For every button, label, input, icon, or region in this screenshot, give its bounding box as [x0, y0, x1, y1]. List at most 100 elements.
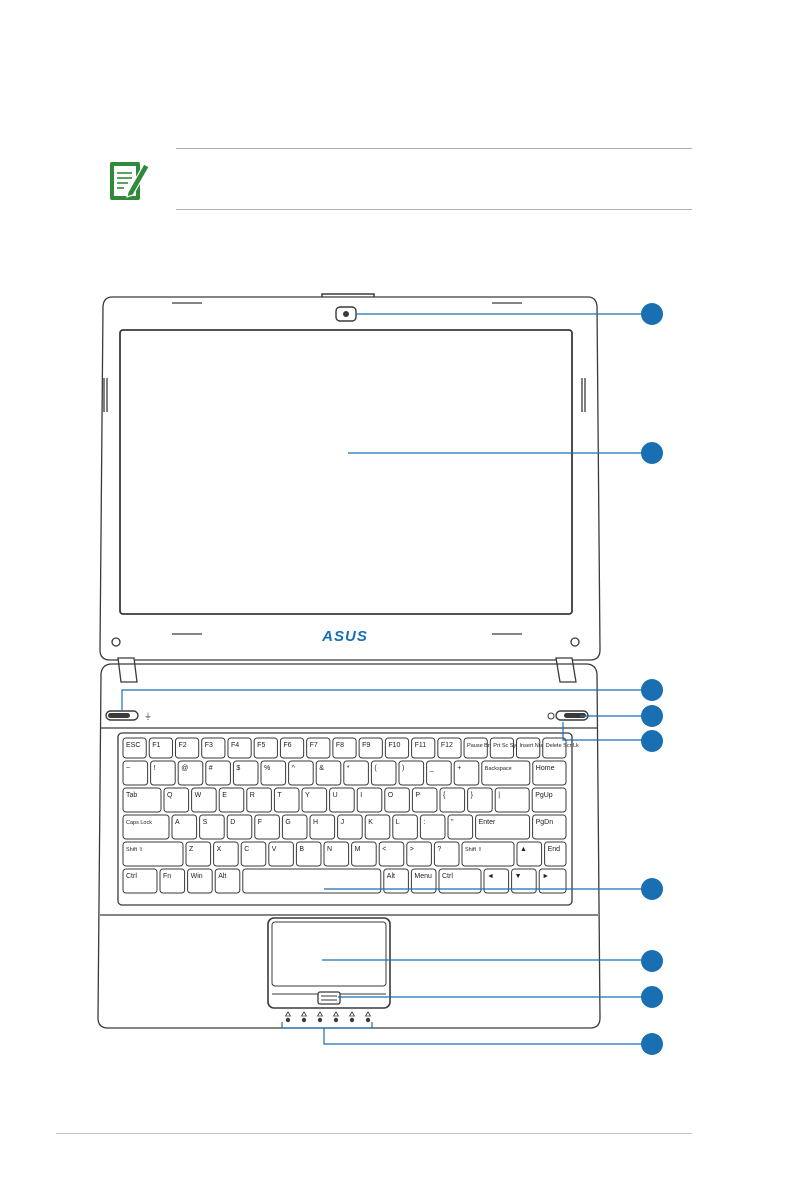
key: B	[295, 841, 322, 867]
key: ▲	[516, 841, 543, 867]
key: Delete Scr Lk	[542, 737, 579, 759]
key-label: W	[195, 792, 202, 799]
key: F12	[437, 737, 462, 759]
key: Enter	[475, 814, 531, 840]
key-label: ESC	[126, 742, 140, 749]
key-label: F7	[310, 742, 318, 749]
key: F10	[384, 737, 410, 759]
key: <	[378, 841, 405, 867]
key-label: F3	[205, 742, 213, 749]
status-led-icon	[364, 1011, 372, 1017]
callout-marker	[641, 1033, 663, 1055]
key: D	[226, 814, 253, 840]
key: Alt	[383, 868, 409, 894]
key-label: ▲	[520, 846, 527, 853]
key-label: F5	[257, 742, 265, 749]
key: {	[439, 787, 466, 813]
key: W	[191, 787, 217, 813]
key-label: Caps Lock	[126, 820, 152, 826]
key: ?	[433, 841, 460, 867]
key-label: ►	[542, 873, 549, 880]
key: G	[281, 814, 308, 840]
svg-text:⏚: ⏚	[144, 712, 152, 721]
key-label: F10	[388, 742, 400, 749]
callout-leader-line	[281, 1022, 373, 1029]
key: F9	[358, 737, 383, 759]
key-label: :	[423, 819, 425, 826]
key: ◄	[483, 868, 510, 894]
status-led	[365, 1017, 371, 1023]
instant-key: ⏚	[105, 710, 152, 721]
key: ESC	[122, 737, 147, 759]
callout-marker	[641, 679, 663, 701]
callout-touchpad	[322, 950, 663, 972]
key: M	[351, 841, 377, 867]
callout-camera	[356, 303, 663, 325]
key: >	[406, 841, 432, 867]
key-label: Y	[305, 792, 310, 799]
key: Tab	[122, 787, 162, 813]
key: F1	[148, 737, 173, 759]
key-label: )	[402, 765, 404, 772]
key: N	[323, 841, 350, 867]
key: Q	[163, 787, 190, 813]
key-label: +	[457, 765, 461, 772]
power-switch	[547, 710, 589, 721]
key-label: &	[319, 765, 324, 772]
key: ~	[122, 760, 149, 786]
key-label: F1	[152, 742, 160, 749]
key-label: Alt	[218, 873, 226, 880]
key: "	[447, 814, 474, 840]
key: L	[392, 814, 418, 840]
key-label: T	[277, 792, 282, 799]
key-label: Alt	[387, 873, 395, 880]
key: U	[329, 787, 355, 813]
key: S	[199, 814, 225, 840]
key: Fn	[159, 868, 186, 894]
key-label: _	[429, 765, 434, 772]
key: F11	[411, 737, 436, 759]
key: Win	[187, 868, 213, 894]
key: H	[309, 814, 336, 840]
key-label: G	[285, 819, 290, 826]
key-label: A	[175, 819, 180, 826]
key: R	[246, 787, 272, 813]
key-label: F6	[283, 742, 291, 749]
key-label: !	[154, 765, 156, 772]
key-label: $	[236, 765, 240, 772]
key: &	[315, 760, 342, 786]
key-label: F11	[415, 742, 427, 749]
key-label: E	[222, 792, 227, 799]
key: Home	[532, 760, 567, 786]
key-label: Enter	[479, 819, 496, 826]
key: Ctrl	[438, 868, 482, 894]
display-lid	[99, 293, 601, 661]
key-label: Menu	[414, 873, 432, 880]
key: +	[453, 760, 480, 786]
key-label: M	[355, 846, 361, 853]
key: I	[356, 787, 383, 813]
key: F4	[227, 737, 252, 759]
callout-power-switch	[580, 705, 663, 727]
key: )	[398, 760, 425, 786]
key-label: F4	[231, 742, 239, 749]
callout-instant-key	[121, 679, 663, 711]
keyboard-frame	[117, 732, 573, 906]
key: F5	[253, 737, 278, 759]
status-led	[301, 1017, 307, 1023]
key-label: U	[333, 792, 338, 799]
key-label: F12	[441, 742, 453, 749]
key-label: F2	[178, 742, 186, 749]
key-label: F	[258, 819, 262, 826]
callouts	[121, 303, 663, 1055]
key-label: ~	[126, 765, 130, 772]
key-label: O	[388, 792, 394, 799]
key-label: Ctrl	[126, 873, 137, 880]
callout-display	[348, 442, 663, 464]
key-label: >	[410, 846, 414, 853]
status-led-icon	[348, 1011, 356, 1017]
webcam	[335, 306, 357, 322]
key-label: ▼	[515, 873, 522, 880]
